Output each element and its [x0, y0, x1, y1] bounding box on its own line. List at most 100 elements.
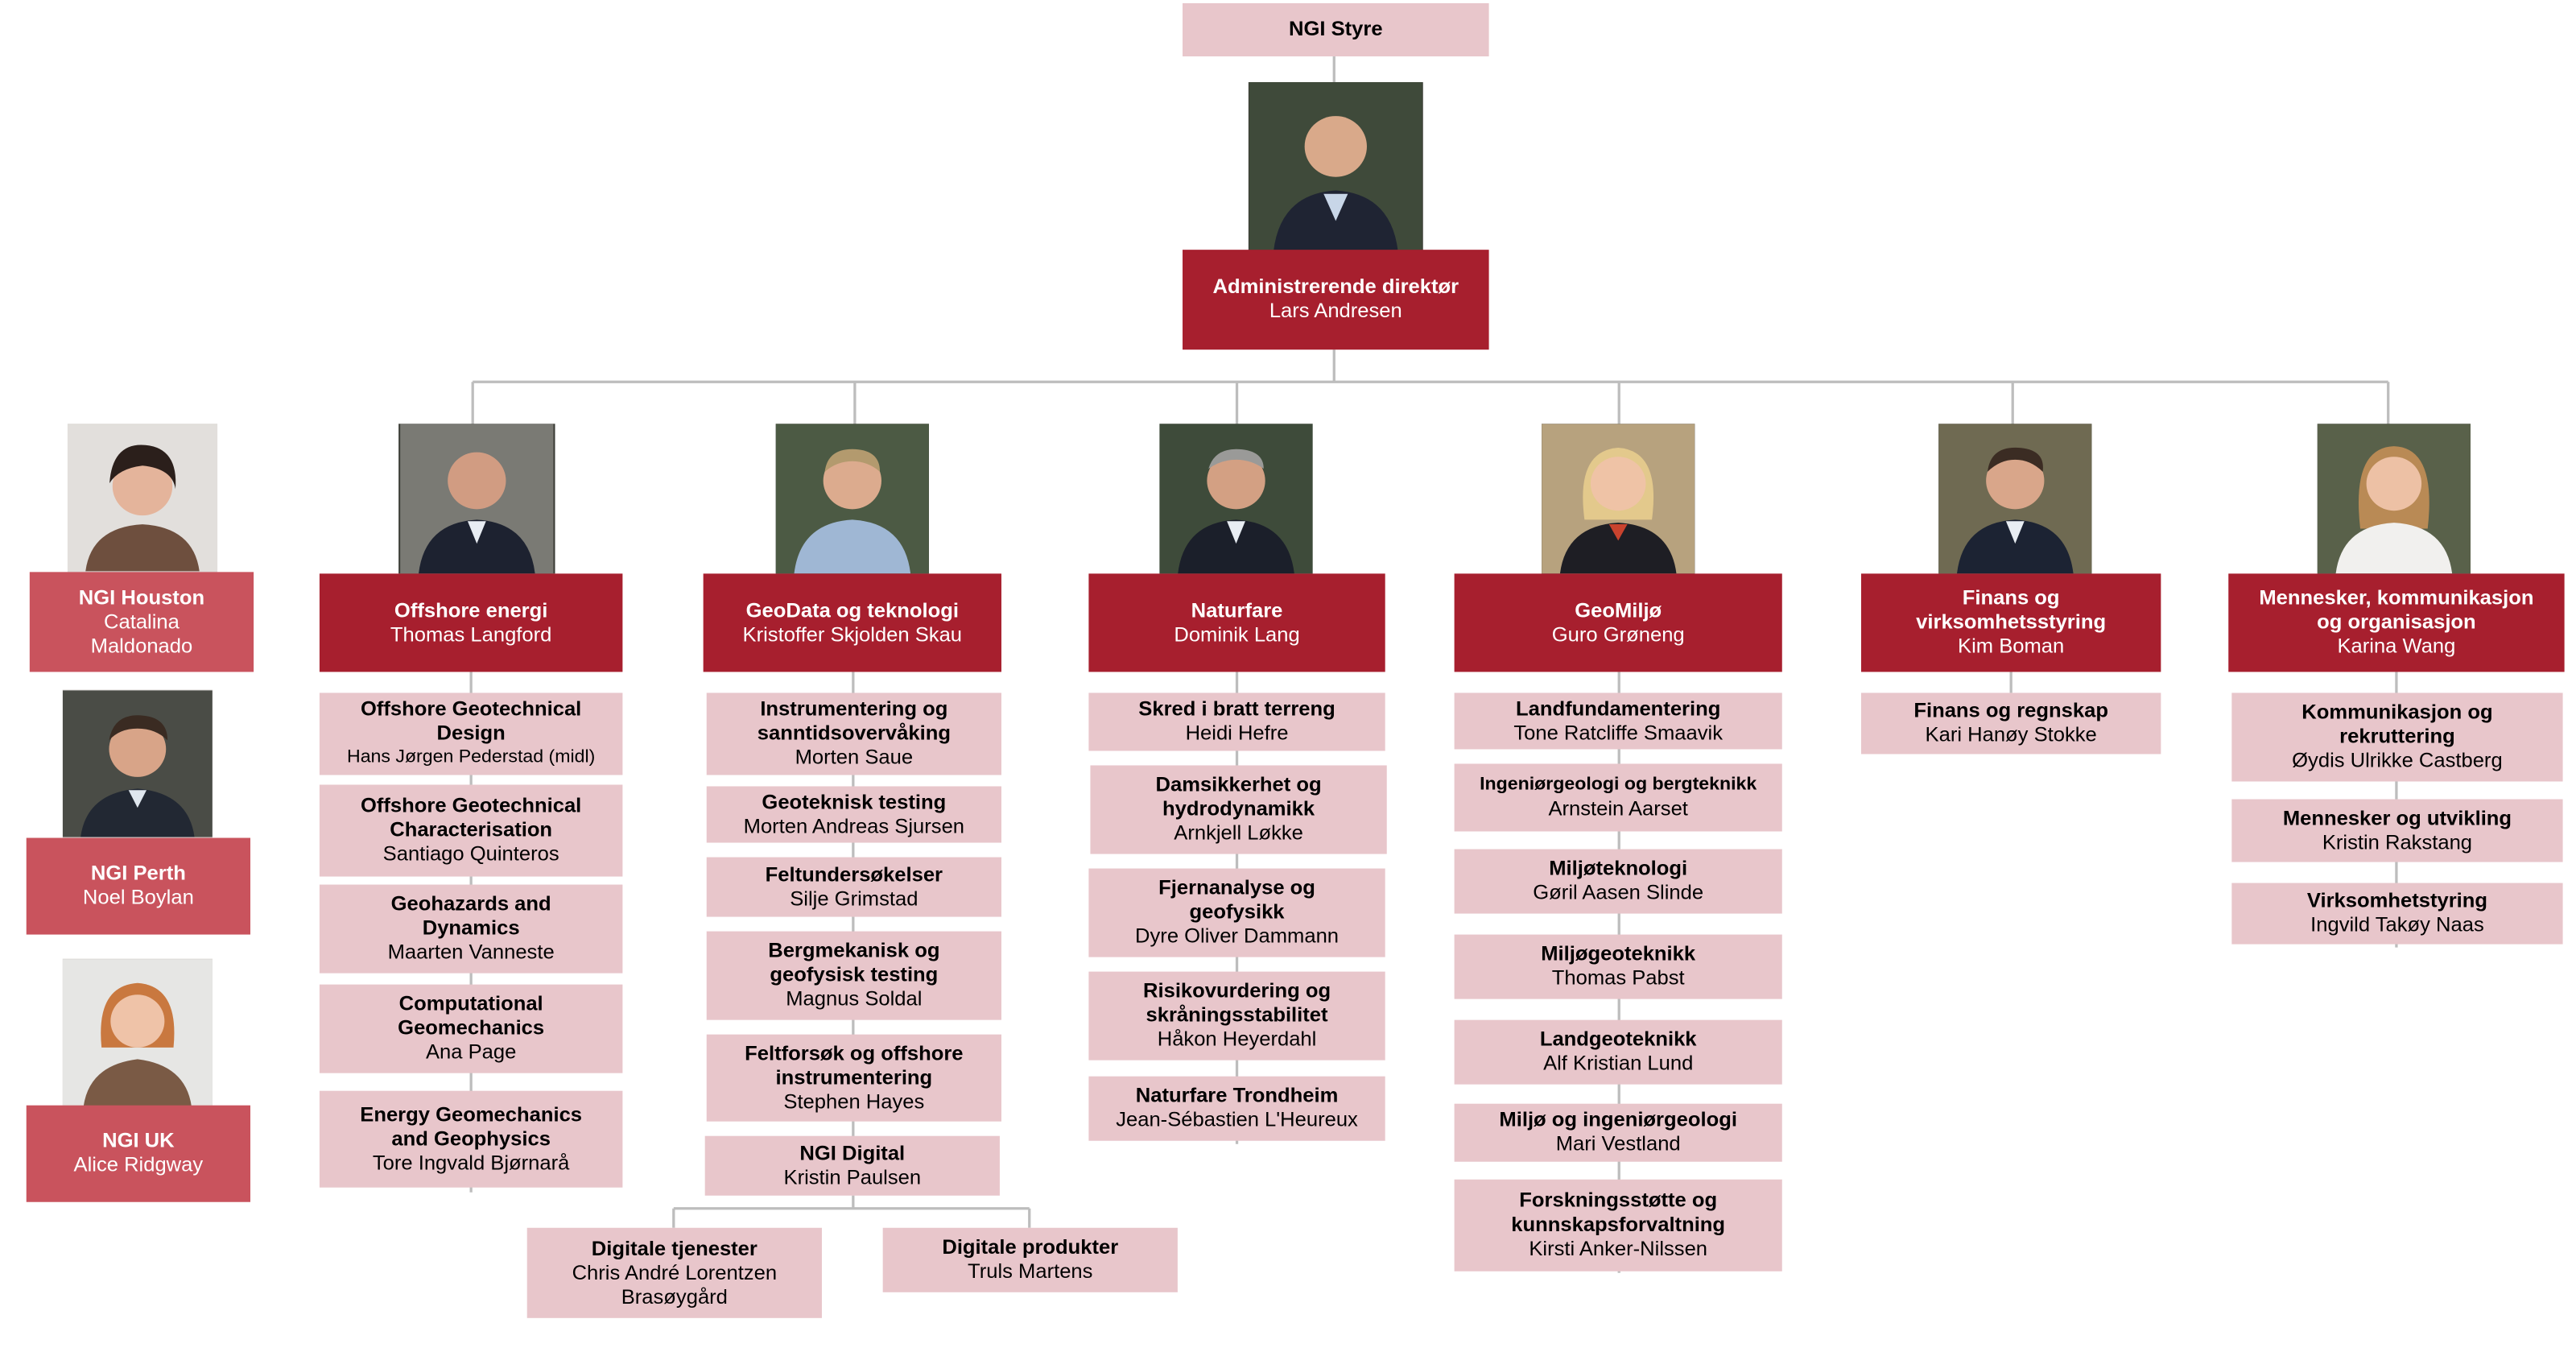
unit-lead-name: Kristin Paulsen	[783, 1165, 922, 1189]
unit-title: Instrumentering og sanntidsovervåking	[757, 697, 951, 745]
office-uk-box[interactable]: NGI UK Alice Ridgway	[26, 1105, 250, 1202]
unit-title: Computational Geomechanics	[398, 992, 545, 1040]
division-geomiljo-box[interactable]: GeoMiljø Guro Grøneng	[1454, 573, 1782, 672]
unit-box[interactable]: Computational Geomechanics Ana Page	[319, 984, 623, 1073]
unit-box[interactable]: Miljøteknologi Gøril Aasen Slinde	[1454, 849, 1782, 914]
division-portrait	[775, 424, 929, 574]
unit-lead-name: Mari Vestland	[1555, 1132, 1681, 1156]
ceo-box[interactable]: Administrerende direktør Lars Andresen	[1183, 250, 1489, 350]
unit-box[interactable]: Finans og regnskap Kari Hanøy Stokke	[1860, 693, 2161, 755]
unit-title: Finans og regnskap	[1913, 699, 2108, 722]
division-portrait	[398, 424, 555, 574]
ceo-title: Administrerende direktør	[1212, 275, 1459, 299]
unit-lead-name: Arnstein Aarset	[1548, 797, 1688, 821]
subunit-box[interactable]: Digitale tjenester Chris André Lorentzen…	[526, 1227, 822, 1318]
unit-title: Bergmekanisk og geofysisk testing	[768, 939, 940, 986]
office-portrait	[62, 689, 213, 838]
unit-lead-name: Silje Grimstad	[790, 887, 919, 910]
person-portrait-icon	[775, 424, 929, 574]
unit-box[interactable]: Geoteknisk testing Morten Andreas Sjurse…	[706, 786, 1001, 843]
unit-title: Fjernanalyse og geofysikk	[1158, 876, 1315, 924]
board-title: NGI Styre	[1289, 18, 1383, 41]
unit-box[interactable]: Naturfare Trondheim Jean-Sébastien L'Heu…	[1088, 1076, 1385, 1141]
unit-title: Kommunikasjon og rekruttering	[2301, 701, 2493, 748]
subunit-title: Digitale tjenester	[591, 1236, 758, 1259]
office-title: NGI Houston	[78, 585, 205, 609]
division-naturfare-box[interactable]: Naturfare Dominik Lang	[1088, 573, 1385, 672]
unit-lead-name: Gøril Aasen Slinde	[1533, 881, 1704, 904]
division-title: Mennesker, kommunikasjon og organisasjon	[2259, 586, 2534, 634]
subunit-title: Digitale produkter	[942, 1235, 1119, 1259]
unit-box[interactable]: Geohazards and Dynamics Maarten Vanneste	[319, 884, 623, 974]
unit-title: Landgeoteknikk	[1539, 1027, 1697, 1051]
unit-box[interactable]: Miljøgeoteknikk Thomas Pabst	[1454, 934, 1782, 999]
unit-box[interactable]: Landgeoteknikk Alf Kristian Lund	[1454, 1019, 1782, 1085]
office-name: Noel Boylan	[82, 886, 194, 909]
division-head-name: Kristoffer Skjolden Skau	[742, 622, 963, 646]
unit-box[interactable]: Bergmekanisk og geofysisk testing Magnus…	[706, 931, 1001, 1020]
unit-box[interactable]: Offshore Geotechnical Characterisation S…	[319, 784, 623, 877]
office-name: Alice Ridgway	[73, 1153, 204, 1176]
ceo-name: Lars Andresen	[1269, 300, 1402, 323]
unit-box[interactable]: Offshore Geotechnical Design Hans Jørgen…	[319, 693, 623, 775]
unit-box[interactable]: Damsikkerhet og hydrodynamikk Arnkjell L…	[1090, 765, 1387, 854]
unit-title: Miljøgeoteknikk	[1541, 942, 1696, 965]
unit-title: Naturfare Trondheim	[1135, 1084, 1339, 1107]
unit-lead-name: Morten Andreas Sjursen	[743, 814, 965, 837]
unit-lead-name: Hans Jørgen Pederstad (midl)	[347, 747, 596, 767]
unit-lead-name: Ana Page	[425, 1040, 517, 1064]
unit-box[interactable]: Miljø og ingeniørgeologi Mari Vestland	[1454, 1103, 1782, 1162]
unit-box[interactable]: Instrumentering og sanntidsovervåking Mo…	[706, 693, 1001, 775]
unit-title: Offshore Geotechnical Characterisation	[361, 794, 582, 841]
unit-box[interactable]: Skred i bratt terreng Heidi Hefre	[1088, 693, 1385, 751]
unit-box[interactable]: Energy Geomechanics and Geophysics Tore …	[319, 1090, 623, 1188]
unit-box[interactable]: Kommunikasjon og rekruttering Øydis Ulri…	[2231, 693, 2563, 782]
unit-title: Miljøteknologi	[1549, 857, 1688, 880]
unit-box[interactable]: Feltundersøkelser Silje Grimstad	[706, 857, 1001, 917]
ceo-portrait	[1248, 82, 1423, 252]
division-title: Offshore energi	[394, 598, 548, 622]
unit-title: Forskningsstøtte og kunnskapsforvaltning	[1511, 1189, 1726, 1236]
person-portrait-icon	[400, 424, 554, 574]
unit-lead-name: Ingvild Takøy Naas	[2310, 913, 2484, 936]
unit-box[interactable]: Forskningsstøtte og kunnskapsforvaltning…	[1454, 1179, 1782, 1271]
unit-box[interactable]: Ingeniørgeologi og bergteknikk Arnstein …	[1454, 763, 1782, 832]
unit-lead-name: Magnus Soldal	[786, 987, 923, 1011]
division-portrait	[1542, 424, 1695, 574]
division-head-name: Guro Grøneng	[1551, 622, 1685, 646]
division-offshore-energi-box[interactable]: Offshore energi Thomas Langford	[319, 573, 623, 672]
unit-box[interactable]: Landfundamentering Tone Ratcliffe Smaavi…	[1454, 693, 1782, 750]
unit-lead-name: Morten Saue	[795, 746, 914, 769]
person-portrait-icon	[62, 690, 213, 837]
unit-title: Feltforsøk og offshore instrumentering	[745, 1041, 964, 1089]
person-portrait-icon	[1249, 82, 1422, 252]
unit-box[interactable]: Risikovurdering og skråningsstabilitet H…	[1088, 971, 1385, 1061]
unit-box[interactable]: Virksomhetstyring Ingvild Takøy Naas	[2231, 883, 2563, 945]
division-portrait	[2317, 424, 2471, 574]
board-box[interactable]: NGI Styre	[1183, 3, 1489, 57]
subunit-box[interactable]: Digitale produkter Truls Martens	[882, 1227, 1178, 1292]
office-houston-box[interactable]: NGI Houston Catalina Maldonado	[29, 572, 254, 672]
unit-box[interactable]: NGI Digital Kristin Paulsen	[704, 1135, 1000, 1196]
division-finans-box[interactable]: Finans og virksomhetsstyring Kim Boman	[1860, 573, 2161, 672]
unit-box[interactable]: Fjernanalyse og geofysikk Dyre Oliver Da…	[1088, 868, 1385, 957]
unit-lead-name: Kari Hanøy Stokke	[1925, 723, 2097, 746]
division-title: Finans og virksomhetsstyring	[1916, 586, 2107, 634]
division-geodata-box[interactable]: GeoData og teknologi Kristoffer Skjolden…	[703, 573, 1001, 672]
unit-title: NGI Digital	[799, 1141, 906, 1164]
person-portrait-icon	[67, 424, 218, 572]
division-title: GeoData og teknologi	[745, 598, 959, 622]
unit-lead-name: Kirsti Anker-Nilssen	[1529, 1237, 1708, 1260]
office-perth-box[interactable]: NGI Perth Noel Boylan	[26, 837, 250, 935]
person-portrait-icon	[1159, 424, 1313, 574]
division-head-name: Karina Wang	[2337, 635, 2456, 658]
office-portrait	[62, 958, 213, 1107]
unit-box[interactable]: Mennesker og utvikling Kristin Rakstang	[2231, 799, 2563, 862]
unit-title: Landfundamentering	[1516, 697, 1721, 720]
division-mennesker-box[interactable]: Mennesker, kommunikasjon og organisasjon…	[2228, 573, 2565, 672]
office-name: Catalina Maldonado	[90, 610, 193, 657]
unit-lead-name: Tone Ratcliffe Smaavik	[1513, 721, 1724, 744]
unit-box[interactable]: Feltforsøk og offshore instrumentering S…	[706, 1034, 1001, 1122]
division-portrait	[1938, 424, 2092, 574]
